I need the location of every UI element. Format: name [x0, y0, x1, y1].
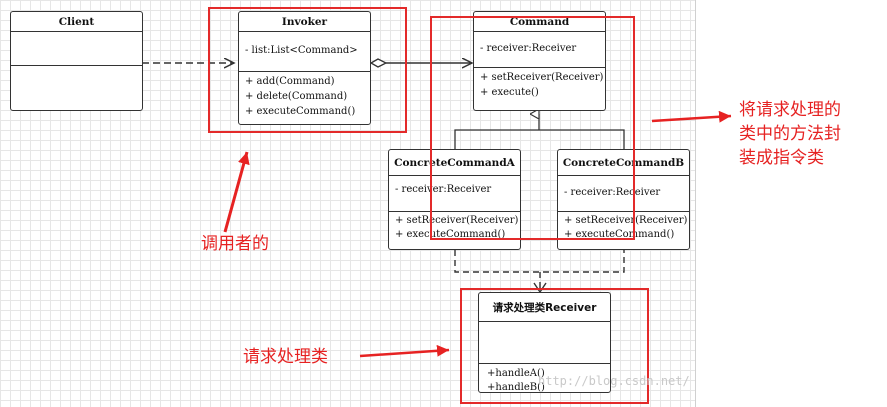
- invoker-note: 调用者的: [201, 234, 269, 254]
- command-method: + execute(): [480, 87, 539, 98]
- receiver-class-name: 请求处理类Receiver: [479, 293, 610, 322]
- client-methods: [11, 66, 142, 72]
- command-note-line: 类中的方法封: [739, 124, 841, 144]
- receiver-note-arrow: [359, 344, 450, 358]
- invoker-method: + executeCommand(): [245, 106, 356, 117]
- receiver-method: +handleB(): [487, 382, 545, 393]
- invoker-methods: + add(Command) + delete(Command) + execu…: [239, 72, 370, 122]
- command-class: Command - receiver:Receiver + setReceive…: [473, 11, 606, 111]
- concrete-command-a-class: ConcreteCommandA - receiver:Receiver + s…: [388, 149, 521, 250]
- concrete-command-b-attributes: - receiver:Receiver: [558, 176, 689, 212]
- concrete-command-a-name: ConcreteCommandA: [389, 150, 520, 176]
- invoker-attributes: - list:List<Command>: [239, 32, 370, 72]
- command-highlight-box: [430, 16, 635, 240]
- client-class-name: Client: [11, 12, 142, 32]
- command-note: 将请求处理的 类中的方法封 装成指令类: [739, 98, 841, 170]
- concrete-command-b-name: ConcreteCommandB: [558, 150, 689, 176]
- command-note-line: 将请求处理的: [739, 100, 841, 120]
- receiver-attributes: [479, 322, 610, 364]
- invoker-note-arrow: [223, 151, 250, 233]
- command-note-line: 装成指令类: [739, 148, 824, 168]
- receiver-method: +handleA(): [487, 368, 545, 379]
- command-attributes: - receiver:Receiver: [474, 32, 605, 68]
- invoker-method: + delete(Command): [245, 91, 348, 102]
- command-note-arrow: [651, 110, 732, 123]
- invoker-method: + add(Command): [245, 76, 335, 87]
- command-method: + setReceiver(Receiver): [480, 72, 604, 83]
- invoker-class: Invoker - list:List<Command> + add(Comma…: [238, 11, 371, 125]
- concrete-command-b-attribute: - receiver:Receiver: [564, 187, 661, 198]
- invoker-attribute: - list:List<Command>: [245, 45, 358, 56]
- concrete-command-a-attributes: - receiver:Receiver: [389, 176, 520, 212]
- client-attributes: [11, 32, 142, 66]
- invoker-highlight-box: [208, 7, 407, 133]
- concrete-command-a-attribute: - receiver:Receiver: [395, 184, 492, 195]
- concrete-command-a-methods: + setReceiver(Receiver) + executeCommand…: [389, 212, 520, 245]
- receiver-highlight-box: [460, 288, 649, 404]
- receiver-class: 请求处理类Receiver +handleA() +handleB(): [478, 292, 611, 393]
- concrete-command-a-method: + setReceiver(Receiver): [395, 215, 519, 226]
- client-class: Client: [10, 11, 143, 111]
- concrete-command-b-method: + executeCommand(): [564, 229, 675, 240]
- concrete-command-a-method: + executeCommand(): [395, 229, 506, 240]
- receiver-note: 请求处理类: [243, 347, 328, 367]
- concrete-command-b-method: + setReceiver(Receiver): [564, 215, 688, 226]
- concrete-command-b-class: ConcreteCommandB - receiver:Receiver + s…: [557, 149, 690, 250]
- command-class-name: Command: [474, 12, 605, 32]
- command-methods: + setReceiver(Receiver) + execute(): [474, 68, 605, 103]
- receiver-methods: +handleA() +handleB(): [479, 364, 610, 398]
- invoker-class-name: Invoker: [239, 12, 370, 32]
- aggregation-diamond: [369, 58, 388, 68]
- concrete-receiver-dependency: [454, 250, 625, 291]
- watermark: http://blog.csdn.net/: [538, 374, 690, 388]
- command-attribute: - receiver:Receiver: [480, 43, 577, 54]
- concrete-command-b-methods: + setReceiver(Receiver) + executeCommand…: [558, 212, 689, 245]
